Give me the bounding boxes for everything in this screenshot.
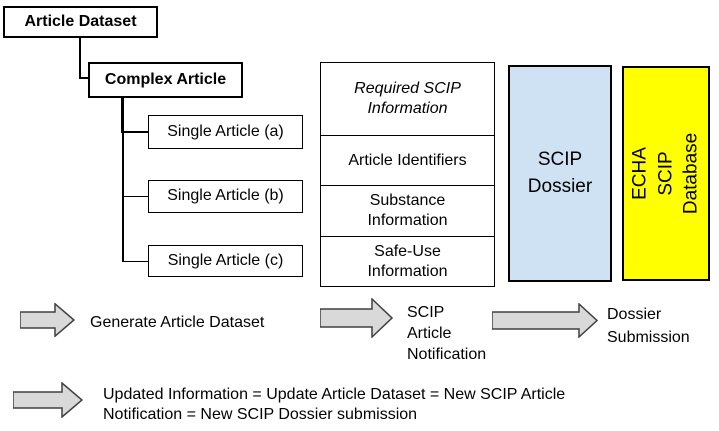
- required-scip-information-table: Required SCIP Information Article Identi…: [320, 62, 495, 287]
- table-row-article-identifiers: Article Identifiers: [321, 135, 494, 185]
- scip-dossier-box: SCIP Dossier: [508, 65, 612, 282]
- article-dataset-box: Article Dataset: [3, 6, 158, 38]
- flow-arrow-icon: [13, 382, 83, 418]
- flow-step1-label: Generate Article Dataset: [90, 314, 265, 331]
- flow-arrow-icon: [320, 298, 393, 338]
- flow-step3-label: Dossier Submission: [607, 306, 690, 346]
- connector-line: [121, 98, 124, 133]
- connector-line: [122, 132, 124, 262]
- connector-line: [123, 195, 148, 197]
- flow-arrow-icon: [492, 303, 598, 338]
- connector-line: [123, 131, 148, 133]
- table-title: Required SCIP Information: [354, 80, 461, 117]
- single-article-a-box: Single Article (a): [148, 115, 303, 149]
- complex-article-box: Complex Article: [88, 62, 243, 98]
- table-row-substance-information: Substance Information: [321, 185, 494, 236]
- single-article-c-box: Single Article (c): [148, 245, 303, 277]
- flow-arrow-icon: [20, 303, 75, 337]
- connector-line: [79, 38, 81, 79]
- single-article-b-box: Single Article (b): [148, 180, 303, 213]
- echa-scip-database-box: ECHA SCIP Database: [622, 66, 710, 281]
- connector-line: [123, 260, 148, 262]
- flow-step2-label: SCIP Article Notification: [407, 304, 487, 363]
- echa-scip-database-label: ECHA SCIP Database: [629, 132, 702, 215]
- update-note-text: Updated Information = Update Article Dat…: [103, 386, 566, 423]
- connector-line: [79, 77, 89, 79]
- table-row-safe-use-information: Safe-Use Information: [321, 236, 494, 286]
